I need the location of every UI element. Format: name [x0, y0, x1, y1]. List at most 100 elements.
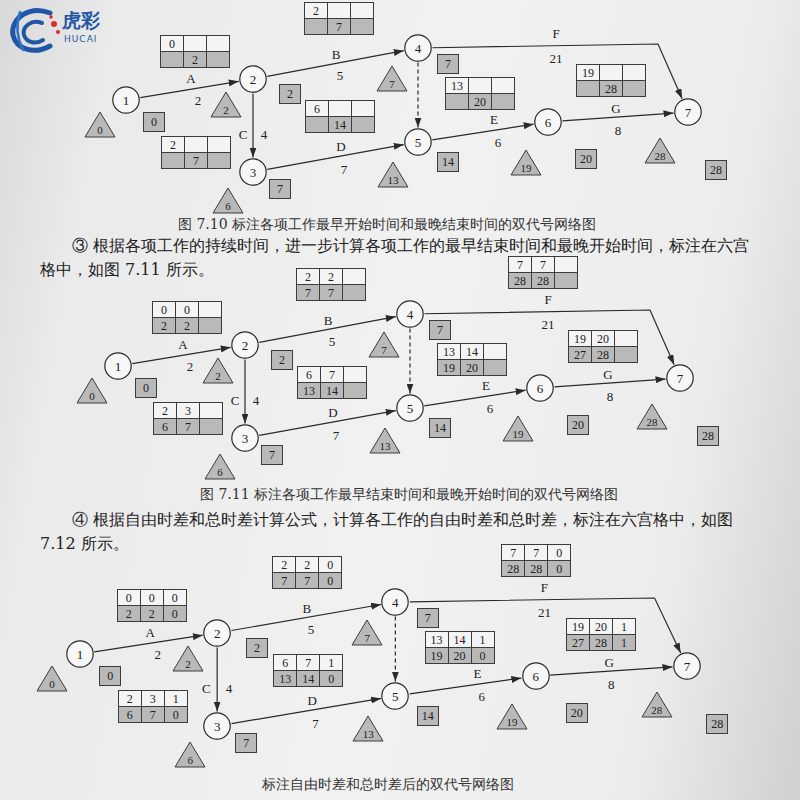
work-name: D — [308, 693, 317, 708]
circle-shape — [397, 301, 423, 327]
grid-number: 7 — [517, 258, 523, 272]
event-circle: 2 — [239, 65, 267, 93]
six-grid-box: 1320 — [445, 77, 515, 110]
grid-number: 1 — [173, 692, 179, 706]
work-name: D — [328, 405, 337, 420]
event-number: 5 — [415, 135, 422, 150]
grid-number: 1 — [621, 620, 627, 634]
grid-cell: 0 — [318, 556, 342, 573]
work-arrow — [410, 598, 681, 653]
event-number: 7 — [685, 105, 692, 120]
circle-shape — [382, 683, 408, 709]
grid-cell: 7 — [296, 284, 320, 301]
work-name: F — [544, 292, 551, 307]
event-circle: 6 — [522, 662, 550, 690]
logo-text: HUCAI — [64, 34, 97, 45]
grid-cell: 6 — [305, 100, 329, 117]
body-paragraph: ③ 根据各项工作的持续时间，进一步计算各项工作的最早结束时间和最晚开始时间，标注… — [40, 234, 760, 282]
grid-cell — [183, 35, 207, 52]
circle-shape — [523, 663, 549, 689]
grid-cell: 20 — [589, 618, 613, 635]
grid-number: 28 — [597, 348, 609, 362]
grid-cell: 6 — [273, 654, 297, 671]
time-triangle: 19 — [510, 149, 542, 176]
grid-number: 7 — [329, 368, 335, 382]
logo-icon — [4, 4, 62, 56]
time-number: 19 — [521, 162, 532, 175]
grid-cell: 7 — [524, 544, 548, 561]
grid-cell: 7 — [320, 366, 344, 383]
grid-number: 0 — [172, 607, 178, 621]
grid-number: 0 — [149, 591, 155, 605]
work-name: F — [541, 580, 548, 595]
event-number: 1 — [123, 93, 130, 108]
work-name: E — [482, 378, 490, 393]
grid-number: 19 — [572, 620, 584, 634]
time-triangle: 0 — [36, 665, 68, 692]
event-number: 6 — [533, 669, 540, 684]
time-number: 6 — [225, 200, 231, 213]
circle-shape — [67, 641, 93, 667]
circle-shape — [105, 353, 131, 379]
grid-number: 14 — [454, 633, 466, 647]
grid-cell: 0 — [318, 572, 342, 589]
grid-number: 7 — [336, 20, 342, 34]
grid-number: 28 — [605, 82, 617, 96]
time-number: 2 — [223, 104, 229, 117]
grid-cell: 0 — [319, 670, 343, 687]
triangle-shape — [352, 620, 382, 645]
six-grid-box: 02 — [160, 35, 230, 68]
grid-cell: 2 — [161, 136, 185, 153]
grid-number: 7 — [150, 708, 156, 722]
grid-number: 19 — [443, 361, 455, 375]
grid-cell — [206, 35, 230, 52]
duration-number: 7 — [312, 716, 319, 731]
event-number: 3 — [250, 165, 257, 180]
work-arrow — [410, 678, 522, 694]
grid-number: 2 — [304, 558, 310, 572]
time-number: 0 — [143, 381, 149, 395]
grid-cell: 1 — [612, 618, 636, 635]
time-number: 19 — [513, 428, 524, 441]
grid-number: 0 — [327, 574, 333, 588]
grid-number: 14 — [302, 672, 314, 686]
time-number: 7 — [381, 344, 387, 357]
grid-cell — [343, 366, 367, 383]
work-name: A — [178, 337, 187, 352]
time-number: 6 — [217, 466, 223, 479]
grid-number: 14 — [334, 118, 346, 132]
time-square: 2 — [279, 84, 301, 104]
grid-cell: 13 — [297, 382, 321, 399]
time-number: 13 — [380, 440, 391, 453]
grid-number: 0 — [126, 591, 132, 605]
time-square: 2 — [246, 638, 268, 658]
triangle-shape — [503, 416, 533, 441]
event-number: 4 — [415, 41, 422, 56]
triangle-shape — [642, 692, 672, 717]
event-circle: 1 — [112, 86, 140, 114]
time-square: 20 — [567, 415, 589, 435]
grid-number: 0 — [172, 591, 178, 605]
grid-number: 2 — [192, 53, 198, 67]
triangle-shape — [369, 332, 399, 357]
event-circle: 2 — [231, 331, 259, 359]
work-name: E — [490, 112, 498, 127]
circle-shape — [675, 99, 701, 125]
six-grid-box: 77028280 — [501, 544, 571, 577]
event-circle: 5 — [404, 128, 432, 156]
time-square: 7 — [235, 733, 257, 753]
grid-cell: 7 — [141, 706, 165, 723]
dummy-arrow — [395, 617, 396, 682]
work-arrow — [244, 360, 245, 424]
time-square: 7 — [269, 179, 291, 199]
time-number: 6 — [187, 754, 193, 767]
work-arrow — [432, 44, 682, 99]
grid-cell — [614, 346, 638, 363]
grid-number: 2 — [162, 404, 168, 418]
grid-cell — [468, 77, 492, 94]
event-circle: 4 — [396, 300, 424, 328]
figure-caption: 图 7.11 标注各项工作最早结束时间和最晚开始时间的双代号网络图 — [200, 486, 618, 502]
grid-number: 6 — [282, 656, 288, 670]
duration-number: 4 — [226, 681, 233, 696]
